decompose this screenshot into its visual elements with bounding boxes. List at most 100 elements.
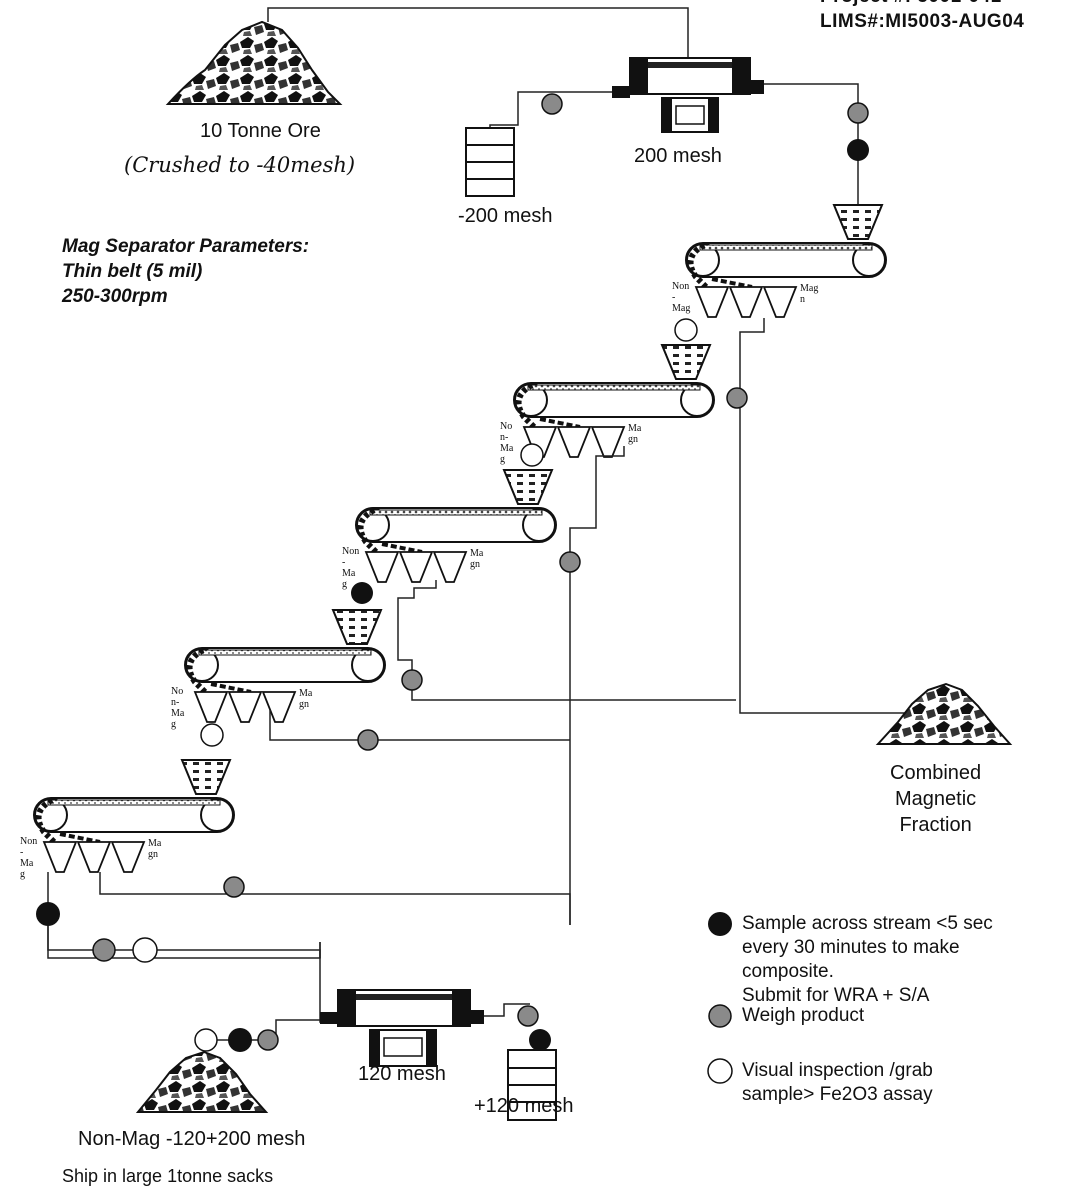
bottom-screen-label: 120 mesh: [358, 1063, 446, 1085]
lims-number: LIMS#:MI5003-AUG04: [820, 11, 1025, 32]
legend-weigh-icon: [708, 1004, 732, 1028]
mag-chute-label: Ma gn: [299, 688, 313, 710]
splitter: [59, 832, 101, 844]
weigh-marker: [517, 1005, 539, 1027]
legend-inspect-icon: [707, 1058, 733, 1084]
screen-120-mesh: [320, 989, 484, 1067]
sample-marker: [228, 1028, 252, 1052]
magnetic-product-label: Combined Magnetic Fraction: [890, 762, 982, 836]
sample-marker: [529, 1029, 551, 1051]
legend-sample-icon: [708, 912, 732, 936]
legend-weigh-text: Weigh product: [742, 1005, 865, 1026]
splitter: [711, 277, 753, 289]
legend-inspect-text: Visual inspection /grab sample> Fe2O3 as…: [742, 1060, 933, 1105]
belt-pulley: [522, 508, 556, 542]
nonmag-chute-label: No n- Ma g: [500, 421, 514, 465]
product-chute: [590, 426, 626, 458]
splitter: [381, 542, 423, 554]
product-chute: [364, 551, 400, 583]
mag-params-belt: Thin belt (5 mil): [62, 261, 203, 282]
inspect-marker: [674, 318, 698, 342]
product-chute: [227, 691, 263, 723]
inspect-marker: [194, 1028, 218, 1052]
product-chute: [694, 286, 730, 318]
weigh-marker: [559, 551, 581, 573]
weigh-marker: [541, 93, 563, 115]
material-layer: [198, 649, 372, 656]
belt-pulley: [200, 798, 234, 832]
weigh-marker: [92, 938, 116, 962]
nonmag-product-label: Non-Mag -120+200 mesh: [78, 1128, 306, 1150]
splitter: [210, 682, 252, 694]
material-layer: [699, 244, 873, 251]
crushed-note: (Crushed to -40mesh): [124, 153, 356, 177]
weigh-marker: [847, 102, 869, 124]
mag-params-title: Mag Separator Parameters:: [62, 236, 310, 257]
nonmag-chute-label: No n- Ma g: [171, 686, 185, 730]
ore-feed-label: 10 Tonne Ore: [200, 120, 321, 142]
product-chute: [398, 551, 434, 583]
sample-marker: [847, 139, 869, 161]
undersize-line: [489, 91, 612, 128]
belt-pulley: [351, 648, 385, 682]
material-layer: [47, 799, 221, 806]
weigh-marker: [726, 387, 748, 409]
sample-marker: [36, 902, 60, 926]
material-layer: [369, 509, 543, 516]
weigh-marker: [357, 729, 379, 751]
inspect-marker: [200, 723, 224, 747]
nonmag-feed-line: [47, 926, 330, 1023]
inspect-marker: [520, 443, 544, 467]
mag-collection-lines: [47, 318, 908, 959]
material-stream: [186, 647, 212, 699]
feed-hopper: [331, 609, 383, 645]
weigh-marker: [223, 876, 245, 898]
ore-pile-feed: [165, 20, 343, 105]
belt-pulley: [680, 383, 714, 417]
oversize-120-line: [484, 1003, 530, 1017]
product-chute: [432, 551, 468, 583]
material-stream: [35, 797, 61, 849]
product-chute: [76, 841, 112, 873]
product-chute: [110, 841, 146, 873]
material-layer: [527, 384, 701, 391]
product-chute: [261, 691, 297, 723]
belt-pulley: [852, 243, 886, 277]
feed-hopper: [660, 344, 712, 380]
mag-chute-label: Ma gn: [148, 838, 162, 860]
material-stream: [687, 242, 713, 294]
material-stream: [515, 382, 541, 434]
mag-chute-label: Ma gn: [470, 548, 484, 570]
nonmag-chute-label: Non - Ma g: [20, 836, 38, 880]
feed-hopper: [180, 759, 232, 795]
mag-params-speed: 250-300rpm: [62, 286, 168, 307]
shipping-note: Ship in large 1tonne sacks: [62, 1166, 274, 1186]
top-screen-label: 200 mesh: [634, 145, 722, 167]
weigh-marker: [257, 1029, 279, 1051]
drum-plus-120: [507, 1049, 557, 1121]
inspect-marker: [132, 937, 158, 963]
minus-200-label: -200 mesh: [458, 205, 553, 227]
weigh-marker: [401, 669, 423, 691]
plus-120-label: +120 mesh: [474, 1095, 574, 1117]
ore-pile-magnetic: [875, 682, 1013, 745]
nonmag-chute-label: Non - Ma g: [342, 546, 360, 590]
mag-chute-label: Mag n: [800, 283, 819, 305]
feed-hopper: [502, 469, 554, 505]
product-chute: [762, 286, 798, 318]
project-number: Project #: 5001-041: [820, 0, 1002, 8]
material-stream: [357, 507, 383, 559]
mag-chute-label: Ma gn: [628, 423, 642, 445]
product-chute: [556, 426, 592, 458]
ore-pile-nonmag: [135, 1050, 269, 1113]
legend-sample-text: Sample across stream <5 sec every 30 min…: [742, 913, 993, 1006]
splitter: [539, 417, 581, 429]
product-chute: [42, 841, 78, 873]
product-chute: [728, 286, 764, 318]
screen-200-mesh: [612, 57, 764, 133]
drum-minus-200: [465, 127, 515, 197]
nonmag-chute-label: Non - Mag: [672, 281, 691, 314]
product-chute: [193, 691, 229, 723]
sample-marker: [351, 582, 373, 604]
